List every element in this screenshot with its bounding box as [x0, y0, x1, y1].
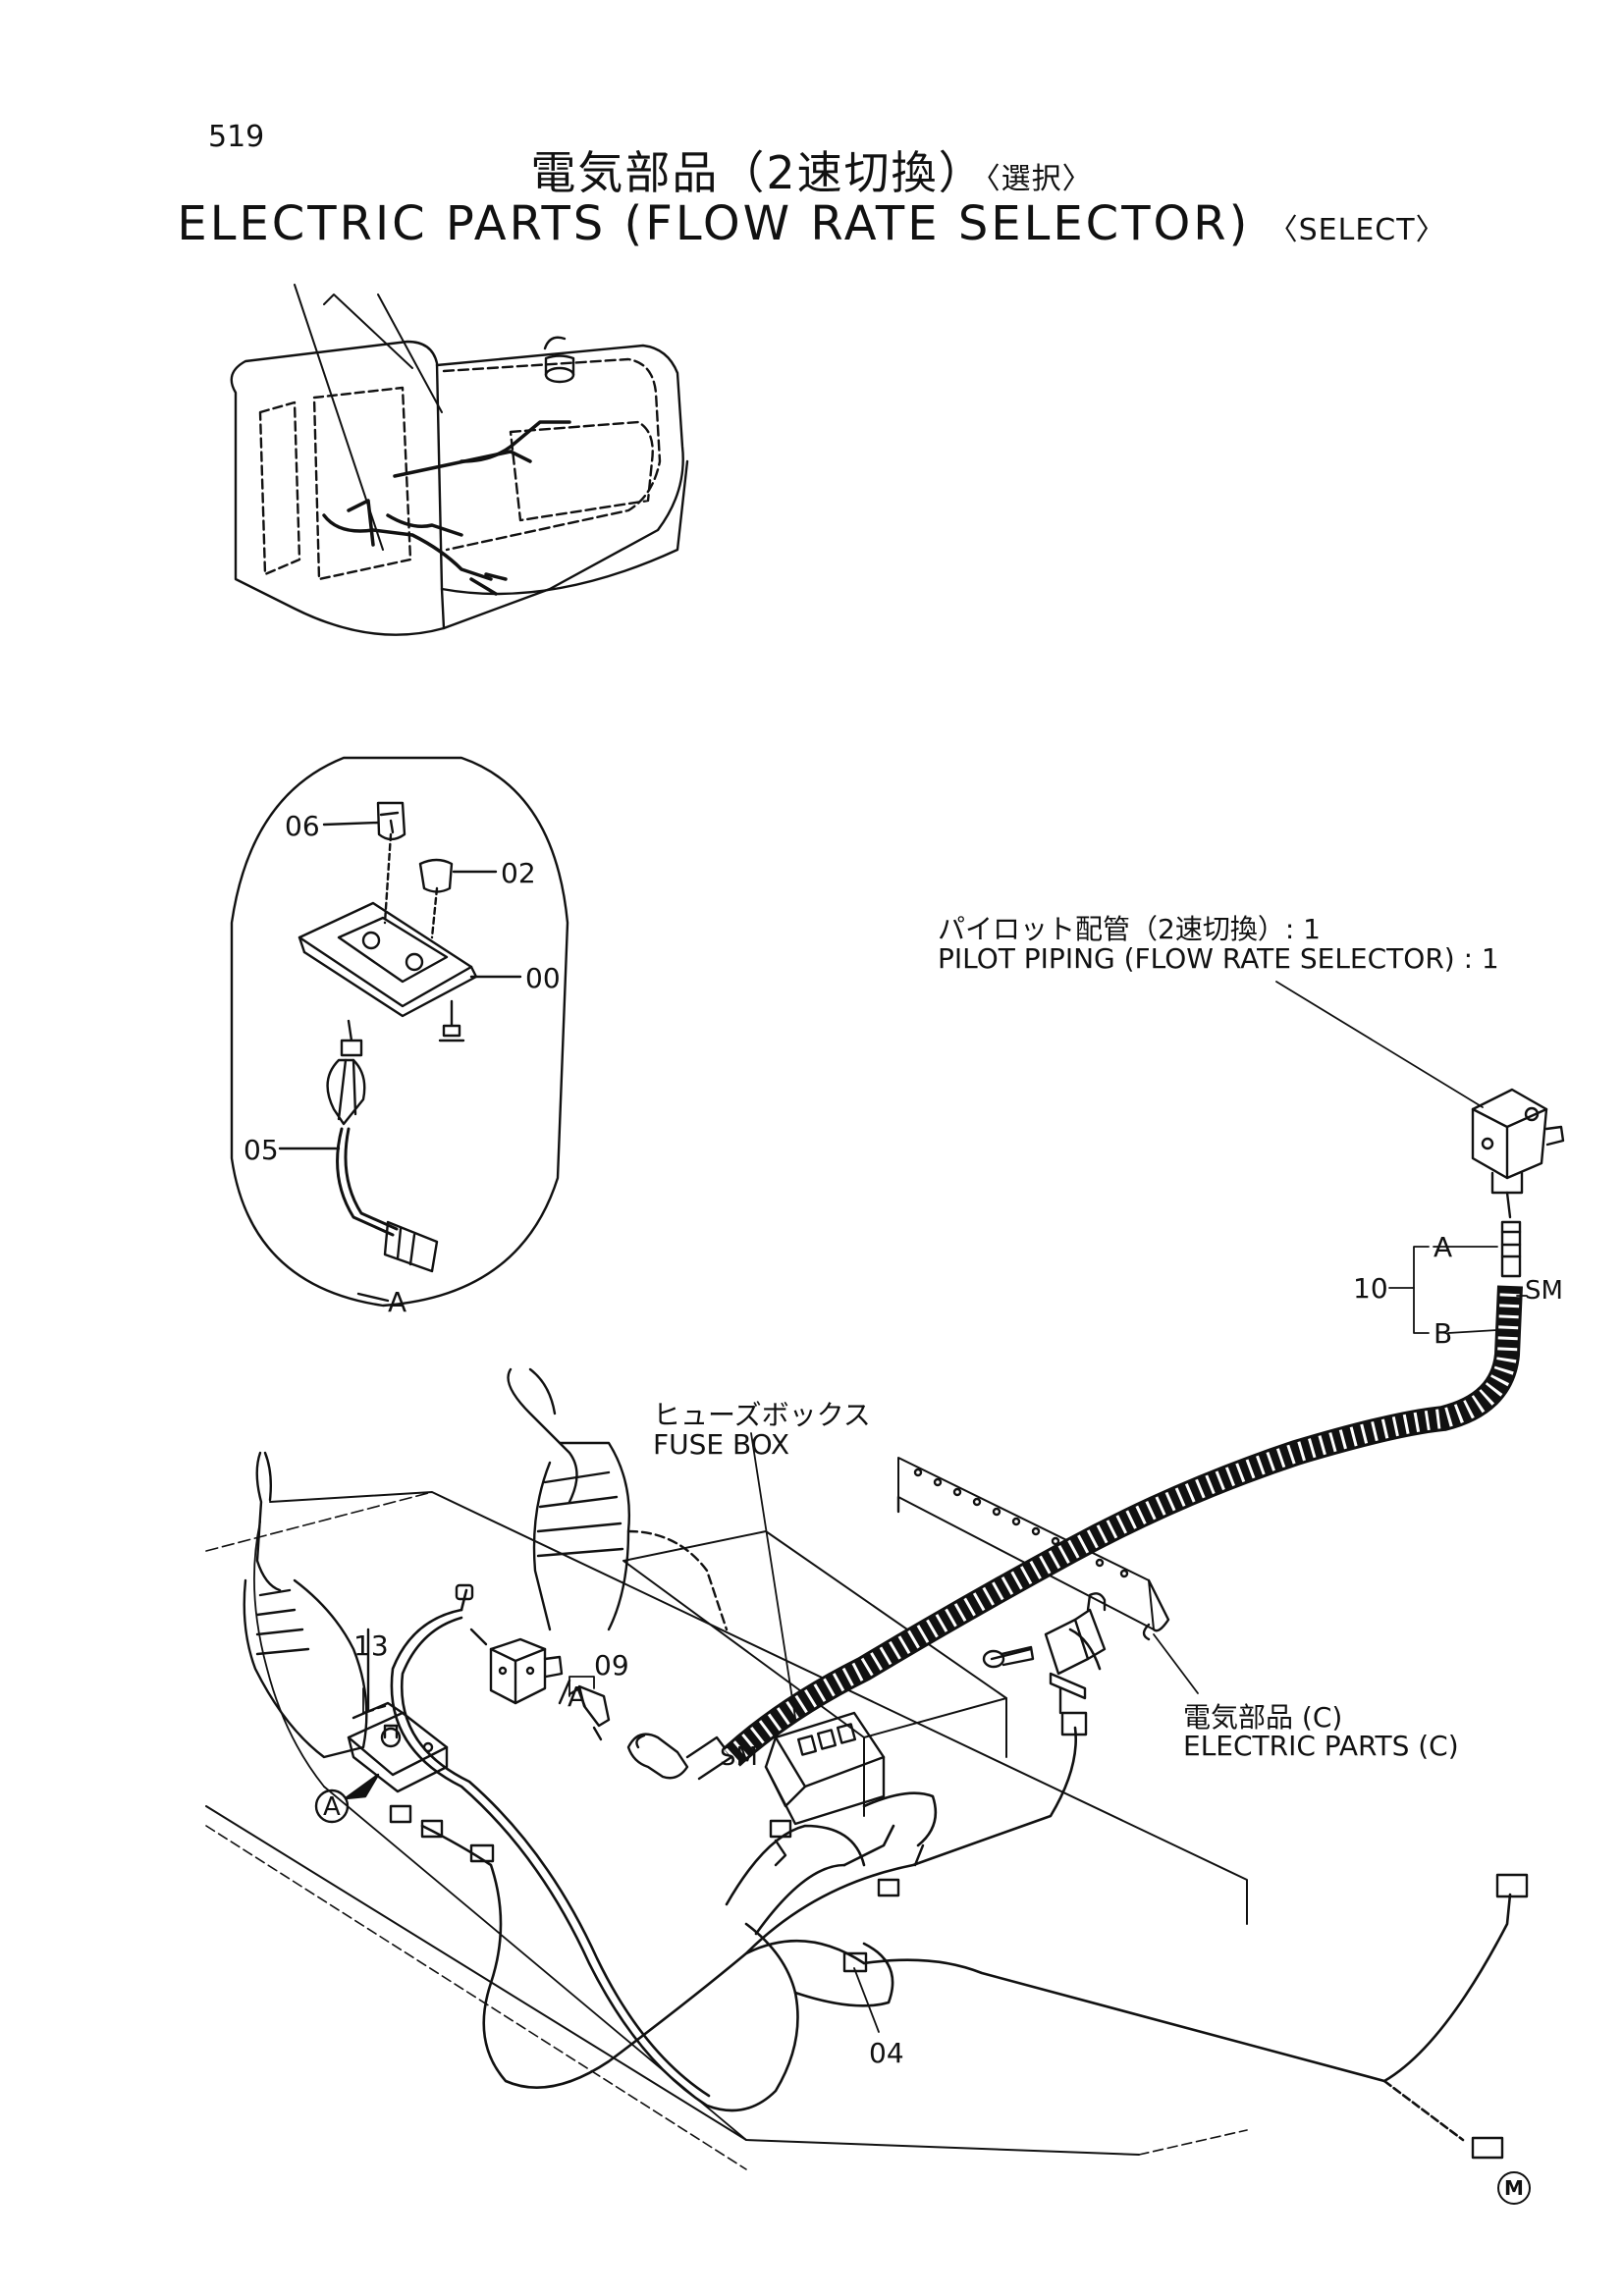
pilot-piping-en: PILOT PIPING (FLOW RATE SELECTOR) : 1	[938, 942, 1499, 975]
excavator-overview	[230, 284, 689, 636]
part-09-a-label: A	[568, 1681, 587, 1713]
part-label-06: 06	[285, 810, 320, 842]
part-label-10: 10	[1353, 1272, 1388, 1305]
part-10-a-label: A	[1434, 1231, 1453, 1263]
sm-label-bottom: SM	[720, 1742, 758, 1772]
pilot-valve	[1471, 1088, 1565, 1219]
elbow-fitting	[626, 1733, 733, 1781]
title-english: ELECTRIC PARTS (FLOW RATE SELECTOR) 〈SEL…	[0, 196, 1623, 251]
part-label-05: 05	[243, 1134, 279, 1166]
ref-a-label: A	[323, 1792, 341, 1822]
part-label-04: 04	[869, 2037, 904, 2069]
title-en-select: 〈SELECT〉	[1268, 213, 1446, 247]
right-lever	[507, 1367, 729, 1631]
part-10-b-label: B	[1434, 1317, 1453, 1350]
solenoid-valve	[469, 1628, 611, 1741]
part-label-00: 00	[525, 962, 561, 994]
harness-04	[390, 1588, 1512, 2142]
pilot-piping-jp: パイロット配管（2速切換）: 1	[938, 913, 1321, 945]
electric-parts-c-en: ELECTRIC PARTS (C)	[1183, 1730, 1459, 1762]
relay-part	[982, 1592, 1107, 1715]
ref-a-pointer	[314, 1773, 380, 1824]
pilot-hose	[723, 1220, 1523, 1767]
switch-panel-13	[347, 1628, 449, 1793]
electric-parts-c-jp: 電気部品 (C)	[1183, 1701, 1343, 1734]
detail-a-label: A	[388, 1286, 407, 1318]
fuse-box	[764, 1711, 886, 1826]
title-jp-text: 電気部品（2速切換）	[530, 146, 986, 199]
part-label-13: 13	[353, 1629, 389, 1662]
title-japanese: 電気部品（2速切換）〈選択〉	[0, 137, 1623, 202]
part-label-09: 09	[594, 1649, 629, 1682]
title-en-text: ELECTRIC PARTS (FLOW RATE SELECTOR)	[177, 196, 1251, 251]
footer-m-mark: M	[1497, 2171, 1531, 2205]
fuse-box-en: FUSE BOX	[653, 1428, 790, 1461]
detail-a-view	[230, 756, 569, 1308]
leader-lines	[362, 981, 1528, 2033]
title-jp-select: 〈選択〉	[985, 162, 1093, 196]
page-number: 519	[208, 120, 265, 154]
sm-label-top: SM	[1525, 1276, 1563, 1306]
left-lever	[243, 1451, 368, 1759]
connectors	[389, 1583, 1529, 2160]
fuse-box-jp: ヒューズボックス	[653, 1399, 871, 1431]
part-label-02: 02	[501, 857, 536, 889]
